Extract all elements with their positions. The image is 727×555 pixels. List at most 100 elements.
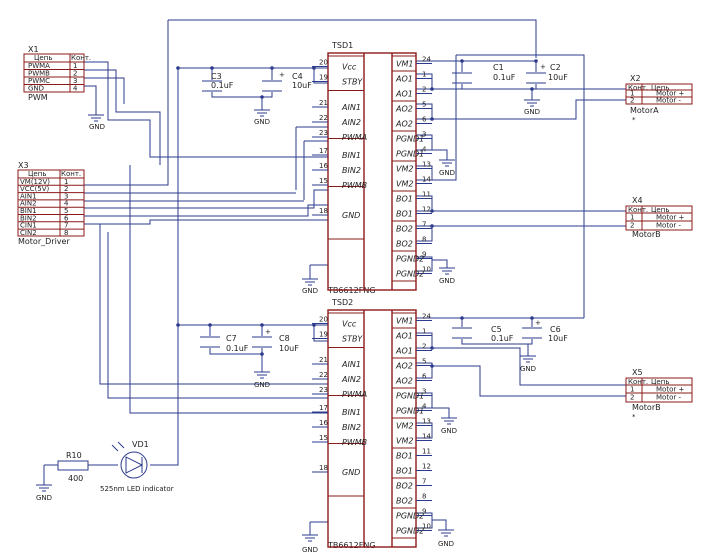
gnd-ic1: GND <box>302 278 318 295</box>
x3-row-num-5: 6 <box>64 214 69 222</box>
c4-plus: + <box>279 71 285 79</box>
ic1-right-pin-name-0: VM1 <box>396 60 413 69</box>
c7-value: 0.1uF <box>226 344 249 353</box>
gnd-c3c4: GND <box>254 109 270 126</box>
ic2-right-pin-name-4: AO2 <box>395 377 413 386</box>
ic1-right-pin-num-7: 13 <box>422 161 431 169</box>
ic1-right-pin-num-9: 11 <box>422 191 431 199</box>
ic1-right-pin-num-5: 3 <box>422 131 426 139</box>
ic2-left-pin-num-8: 18 <box>319 464 328 472</box>
x1-row-name-2: PWMC <box>28 77 50 85</box>
junction-dots <box>176 59 538 368</box>
ic2-right-pin-name-8: VM2 <box>396 437 413 446</box>
ic1-right-pin-name-11: BO2 <box>396 225 413 234</box>
x4-col-name: Цепь <box>651 206 669 214</box>
ic1-left-pin-num-4: 23 <box>319 129 328 137</box>
gnd-pgnd3: GND <box>441 417 457 435</box>
gnd-pgnd1-label: GND <box>439 169 455 177</box>
ic-tsd1: TSD1 TB6612FNG Vcc20STBY19AIN121AIN222PW… <box>312 41 432 295</box>
ic1-left-pin-name-6: BIN2 <box>342 166 361 175</box>
x3-row-num-3: 4 <box>64 200 69 208</box>
c3-value: 0.1uF <box>211 81 234 90</box>
ic1-left-pin-num-5: 17 <box>319 147 328 155</box>
ic1-left-pin-name-0: Vcc <box>342 63 357 72</box>
x3-row-num-4: 5 <box>64 207 68 215</box>
ic1-right-pin-name-7: VM2 <box>396 165 413 174</box>
x1-row-name-1: PWMB <box>28 70 50 78</box>
ic1-right-pin-num-10: 12 <box>422 206 431 214</box>
ic2-right-pin-num-12: 8 <box>422 493 426 501</box>
x2-col-name: Цепь <box>651 84 669 92</box>
ic2-left-pin-name-2: AIN1 <box>341 360 361 369</box>
connector-x3: X3 Цепь Конт. Motor_Driver VM(12V)1VCC(5… <box>17 161 85 246</box>
x1-ref: X1 <box>28 45 39 54</box>
gnd-pgnd2: GND <box>439 267 455 285</box>
c8-ref: C8 <box>279 334 290 343</box>
gnd-c1c2-label: GND <box>524 108 540 116</box>
ic2-right-pin-num-3: 5 <box>422 358 426 366</box>
x3-caption: Motor_Driver <box>18 237 70 246</box>
capacitors: C3 0.1uF + C4 10uF C1 0.1uF + C2 10uF C7 <box>200 63 568 353</box>
x5-col-name: Цепь <box>651 378 669 386</box>
c8-plus: + <box>265 328 271 336</box>
x1-caption: PWM <box>28 93 48 102</box>
ic1-right-pin-num-4: 6 <box>422 116 427 124</box>
x1-row-num-3: 4 <box>73 85 78 93</box>
ic2-right-pin-num-7: 13 <box>422 418 431 426</box>
ic2-left-pin-name-3: AIN2 <box>341 375 361 384</box>
ic2-left-pin-num-1: 19 <box>319 331 328 339</box>
ic2-left-pin-name-7: PWMB <box>342 438 367 447</box>
r10-ref: R10 <box>66 451 82 460</box>
gnd-ic1-label: GND <box>302 287 318 295</box>
ic2-left-pin-num-3: 22 <box>319 371 328 379</box>
capacitor-c5: C5 0.1uF <box>452 325 514 343</box>
ic1-right-pin-name-6: PGND1 <box>396 150 424 159</box>
ic1-right-pin-name-4: AO2 <box>395 120 413 129</box>
ic2-right-pin-num-5: 3 <box>422 388 426 396</box>
x3-row-num-7: 8 <box>64 229 68 237</box>
gnd-led: GND <box>36 484 52 502</box>
ic1-left-pin-name-5: BIN1 <box>342 151 361 160</box>
ic2-left-pin-name-6: BIN2 <box>342 423 361 432</box>
ic1-right-pin-name-1: AO1 <box>395 75 413 84</box>
x4-row-num-1: 2 <box>630 222 634 230</box>
ic2-left-pin-num-2: 21 <box>319 356 328 364</box>
led-vd1: VD1 525nm LED indicator <box>100 440 174 493</box>
ic2-right-pin-num-11: 7 <box>422 478 426 486</box>
ic1-right-pin-num-1: 1 <box>422 71 426 79</box>
x3-row-name-1: VCC(5V) <box>20 185 50 193</box>
ic2-ref: TSD2 <box>331 298 353 307</box>
x2-star: * <box>632 116 636 124</box>
c2-ref: C2 <box>550 63 561 72</box>
x3-col-num: Конт. <box>61 170 81 178</box>
x4-row-name-0: Motor + <box>656 214 684 222</box>
ic1-right-pin-name-2: AO1 <box>395 90 413 99</box>
ic1-left-pin-name-7: PWMB <box>342 181 367 190</box>
ic1-ref: TSD1 <box>331 41 353 50</box>
ic2-right-pin-name-3: AO2 <box>395 362 413 371</box>
ic1-left-pin-name-3: AIN2 <box>341 118 361 127</box>
c1-ref: C1 <box>493 63 504 72</box>
x3-row-name-0: VM(12V) <box>20 178 50 186</box>
ic1-right-pin-num-0: 24 <box>422 56 431 64</box>
ic2-right-pin-num-9: 11 <box>422 448 431 456</box>
gnd-ic2-label: GND <box>302 546 318 554</box>
ic1-left-pin-num-3: 22 <box>319 114 328 122</box>
ic1-left-pin-num-6: 16 <box>319 162 328 170</box>
ic2-left-pin-num-4: 23 <box>319 386 328 394</box>
x3-row-num-1: 2 <box>64 185 68 193</box>
x3-row-name-6: CIN1 <box>20 222 37 230</box>
ic1-left-pin-name-4: PWMA <box>342 133 367 142</box>
ic2-right-pin-name-11: BO2 <box>396 482 413 491</box>
c2-plus: + <box>540 63 546 71</box>
c3-ref: C3 <box>211 72 222 81</box>
x1-row-num-0: 1 <box>73 62 77 70</box>
vd1-ref: VD1 <box>132 440 149 449</box>
ic2-left-pin-name-4: PWMA <box>342 390 367 399</box>
c4-ref: C4 <box>292 72 303 81</box>
x1-row-name-3: GND <box>28 85 44 93</box>
c8-value: 10uF <box>279 344 299 353</box>
